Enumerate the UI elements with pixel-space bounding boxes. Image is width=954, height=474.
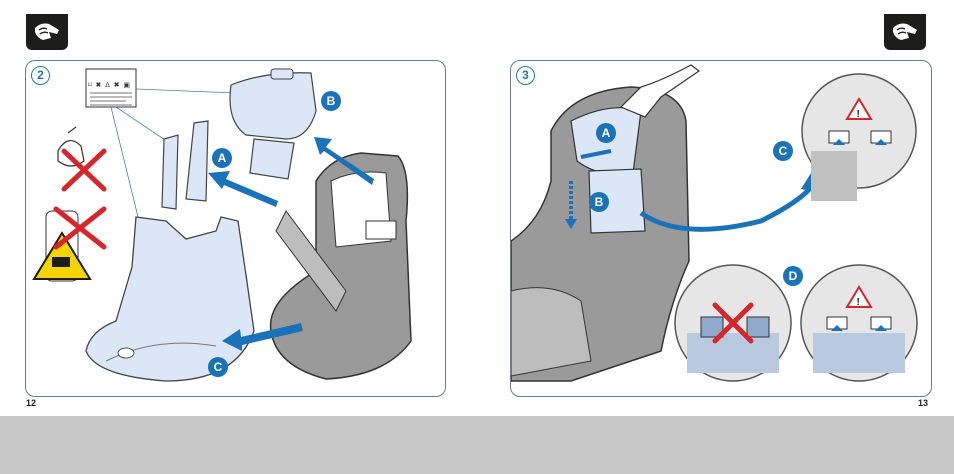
step-3-panel: 3 ! ! [510,60,932,397]
svg-text:!: ! [857,297,860,308]
bottom-band [0,416,954,474]
hand-wash-icon [31,18,63,46]
care-label-symbols: ⌑ ✖ ∆ ✖ ▣ [88,81,131,89]
headrest-cover [230,73,316,139]
shoulder-pad-2 [186,121,208,201]
callout-b: B [321,91,341,111]
hand-wash-icon [889,18,921,46]
callout-c: C [773,141,793,161]
callout-a: A [596,123,616,143]
svg-text:!: ! [857,109,860,120]
shoulder-pad-1 [162,135,178,209]
step-3-illustration: ! ! [511,61,931,396]
callout-c: C [208,357,228,377]
seat-cover-body [86,217,254,381]
bleach-warning-icon [34,209,104,281]
arrow-icon [208,171,278,207]
no-dryer-icon [58,127,104,189]
side-pad [250,139,294,179]
callout-b: B [589,192,609,212]
callout-a: A [212,148,232,168]
hand-wash-tab-right [884,14,926,50]
page-number-left: 12 [26,398,36,408]
hand-wash-tab-left [26,14,68,50]
step-2-illustration [26,61,445,396]
step-2-panel: 2 [25,60,446,397]
callout-d: D [783,266,803,286]
page-number-right: 13 [918,398,928,408]
